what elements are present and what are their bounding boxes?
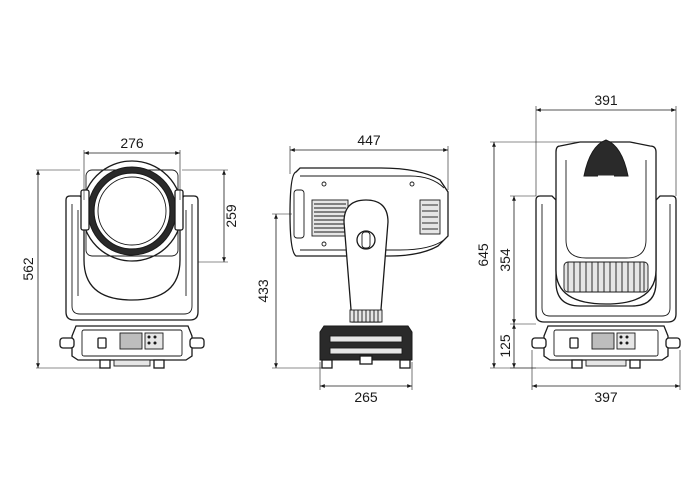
side-pivot: [356, 230, 376, 250]
side-width-label: 447: [357, 132, 381, 148]
rear-base-height-label: 125: [497, 334, 513, 358]
front-dimensions: 276 562 259: [20, 135, 239, 369]
side-yoke-arm: [343, 199, 389, 323]
side-view: [289, 167, 449, 369]
side-front-vents: [311, 199, 349, 237]
rear-dimensions: 391 645 354 125 397: [475, 92, 681, 405]
front-view: [59, 160, 205, 369]
rear-display: [591, 332, 615, 350]
rear-base-width-label: 397: [594, 389, 618, 405]
rear-top-width-label: 391: [594, 92, 618, 108]
front-lens: [93, 172, 171, 250]
side-height-label: 433: [255, 279, 271, 303]
side-dimensions: 447 433 265: [255, 132, 449, 405]
front-head-label: 259: [223, 204, 239, 228]
rear-grille: [563, 261, 649, 293]
side-base-label: 265: [354, 389, 378, 405]
rear-view: [531, 139, 681, 369]
front-width-label: 276: [120, 135, 144, 151]
front-height-label: 562: [20, 257, 36, 281]
front-display: [119, 332, 143, 350]
rear-total-height-label: 645: [475, 243, 491, 267]
rear-head-label: 354: [497, 248, 513, 272]
rear-hood: [583, 139, 629, 177]
side-base: [319, 325, 413, 361]
